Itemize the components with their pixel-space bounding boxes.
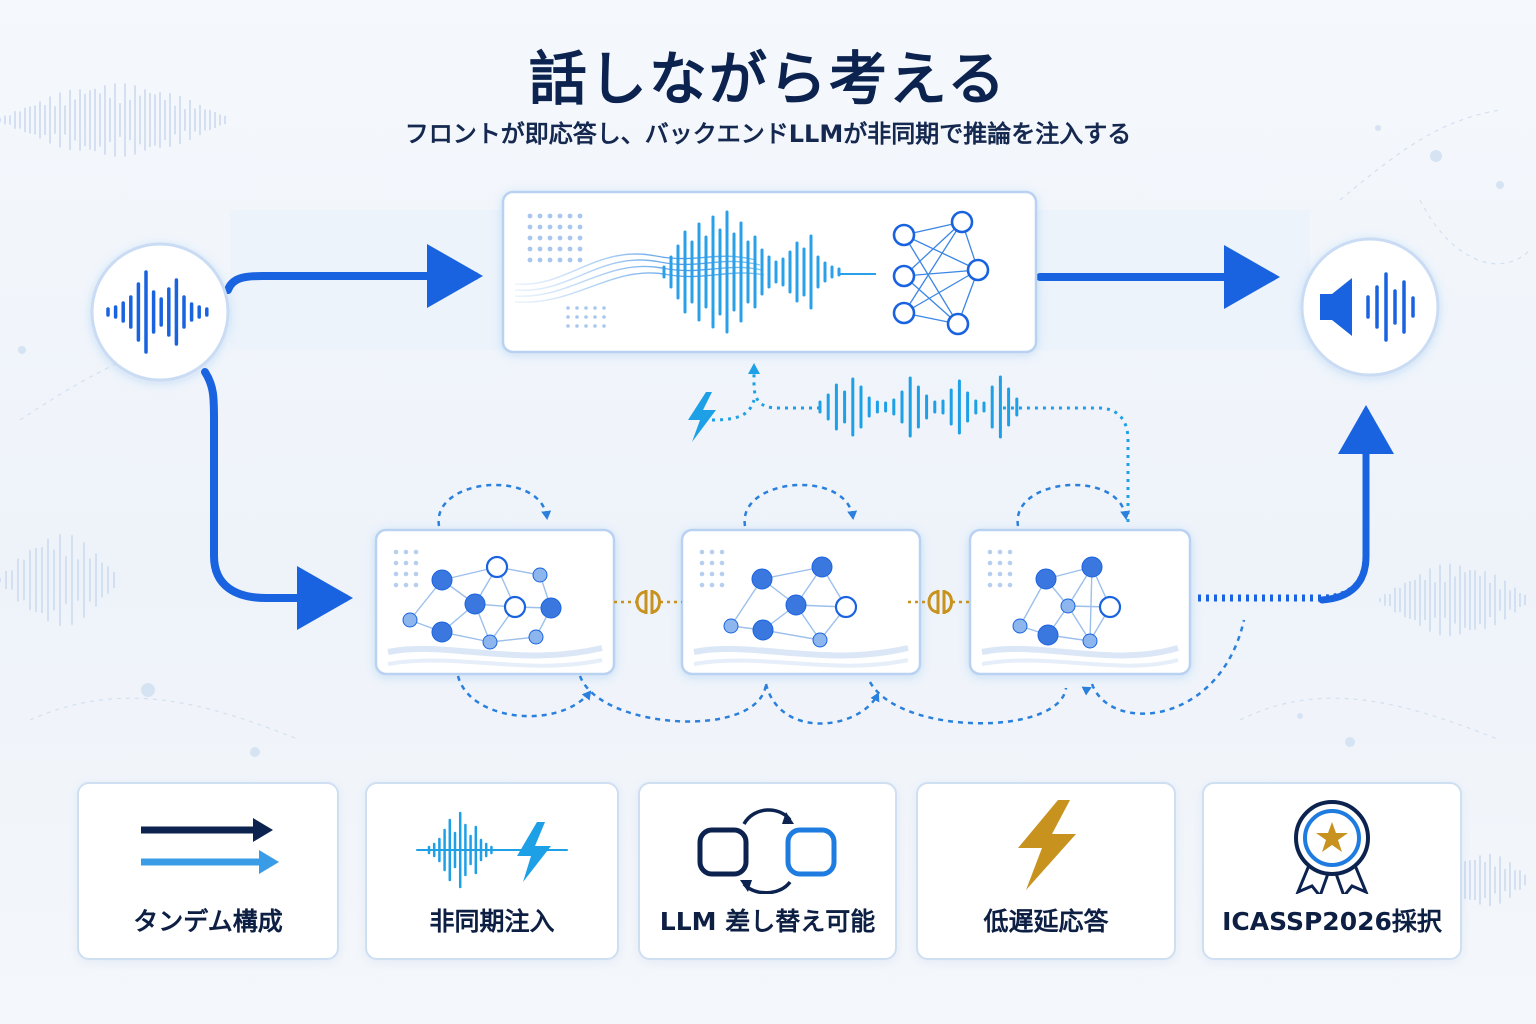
feature-card-swap: LLM 差し替え可能: [638, 782, 897, 960]
feature-card-tandem: タンデム構成: [77, 782, 339, 960]
feature-label: ICASSP2026採択: [1222, 907, 1442, 936]
waveform-lightning-icon: [416, 811, 568, 889]
node-connectors: [614, 590, 970, 614]
backend-node-2: [680, 483, 922, 676]
arrow-input-to-backend: [201, 368, 353, 630]
arrow-input-to-front: [224, 244, 483, 308]
speaker-icon: [1320, 278, 1352, 336]
feature-card-async: 非同期注入: [365, 782, 619, 960]
arrow-backend-to-output-dotted: [1198, 412, 1370, 602]
feature-label: LLM 差し替え可能: [659, 907, 876, 936]
swap-cycle-icon: [697, 808, 837, 894]
feature-label: 低遅延応答: [983, 907, 1109, 936]
front-module: [501, 190, 1038, 354]
page-title: 話しながら考える: [528, 45, 1008, 113]
backend-node-3: [968, 483, 1192, 676]
feature-label: タンデム構成: [133, 907, 283, 936]
lightning-bolt-icon: [1018, 800, 1076, 890]
plug-icon: [908, 590, 970, 614]
award-medal-icon: [1294, 800, 1370, 894]
plug-icon: [614, 590, 682, 614]
backend-llm-nodes: [374, 483, 1192, 676]
output-speaker-node: [1300, 237, 1440, 377]
injection-path: [688, 363, 1130, 522]
injection-waveform-icon: [818, 375, 1019, 439]
lightning-icon: [688, 392, 716, 442]
feature-card-icassp: ICASSP2026採択: [1202, 782, 1462, 960]
arrow-backend-to-output: [1318, 405, 1394, 604]
backend-node-1: [374, 483, 616, 676]
page-subtitle: フロントが即応答し、バックエンドLLMが非同期で推論を注入する: [404, 120, 1132, 148]
voice-waveform-icon: [106, 270, 209, 354]
neural-network-icon: [892, 210, 990, 336]
double-arrow-icon: [141, 818, 279, 874]
feature-label: 非同期注入: [429, 907, 555, 936]
input-voice-node: [90, 242, 230, 382]
waveform-neural-network-icon: [662, 210, 841, 334]
backend-loop-arrows: [456, 619, 1246, 725]
feature-card-latency: 低遅延応答: [916, 782, 1176, 960]
